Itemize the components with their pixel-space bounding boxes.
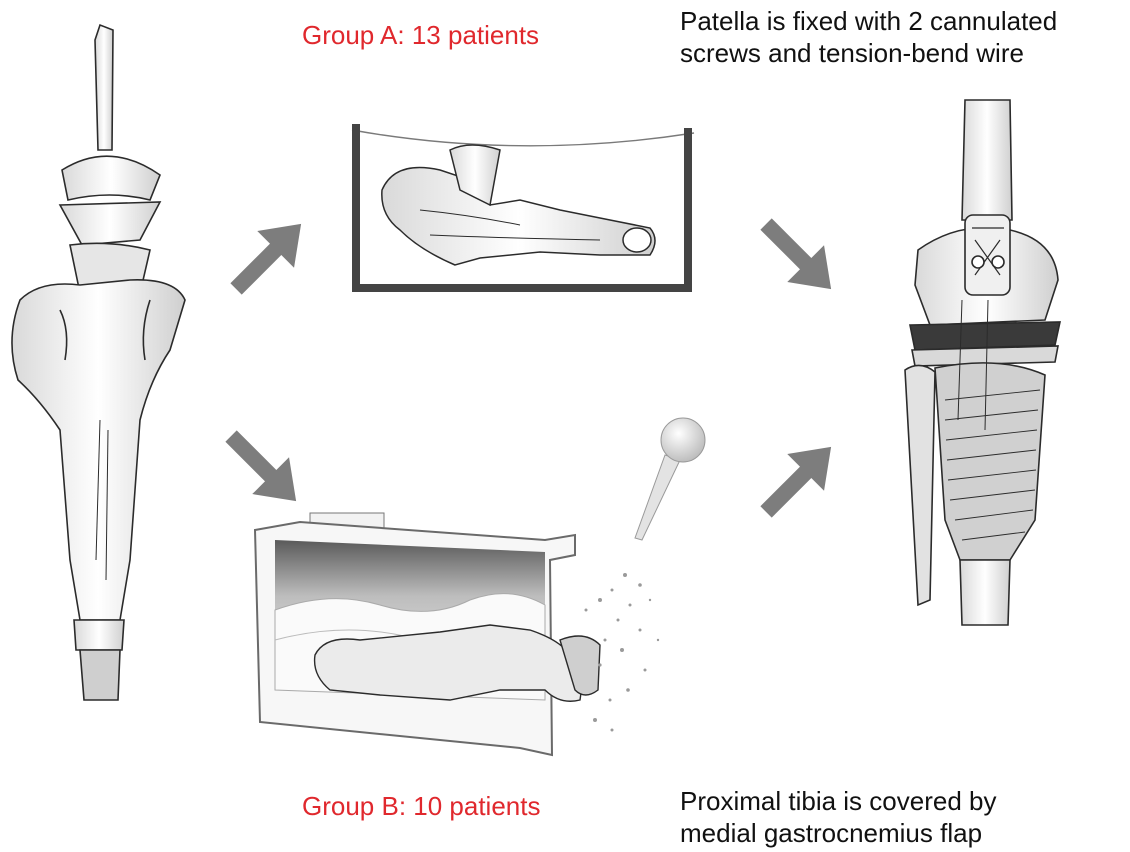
patella-fixation-caption: Patella is fixed with 2 cannulated screw… bbox=[680, 6, 1057, 69]
specimen-in-container-sketch bbox=[352, 124, 694, 292]
tibia-caption-line-2: medial gastrocnemius flap bbox=[680, 818, 996, 850]
arrows bbox=[213, 206, 850, 531]
arrow-up-right-bottom bbox=[748, 429, 850, 531]
patella-caption-line-1: Patella is fixed with 2 cannulated bbox=[680, 6, 1057, 38]
reconstructed-knee-sketch bbox=[905, 100, 1060, 625]
tibia-coverage-caption: Proximal tibia is covered by medial gast… bbox=[680, 786, 996, 849]
knee-specimen-sketch bbox=[12, 25, 185, 700]
tibia-caption-line-1: Proximal tibia is covered by bbox=[680, 786, 996, 818]
irradiation-source bbox=[635, 418, 705, 540]
arrow-down-right-bottom bbox=[213, 418, 315, 520]
patella-caption-line-2: screws and tension-bend wire bbox=[680, 38, 1057, 70]
specimen-in-irradiation-chamber-render bbox=[255, 418, 705, 755]
group-b-label: Group B: 10 patients bbox=[302, 791, 540, 823]
arrow-up-right-top bbox=[218, 206, 320, 308]
arrow-down-right-top bbox=[748, 206, 850, 308]
group-a-label: Group A: 13 patients bbox=[302, 20, 539, 52]
